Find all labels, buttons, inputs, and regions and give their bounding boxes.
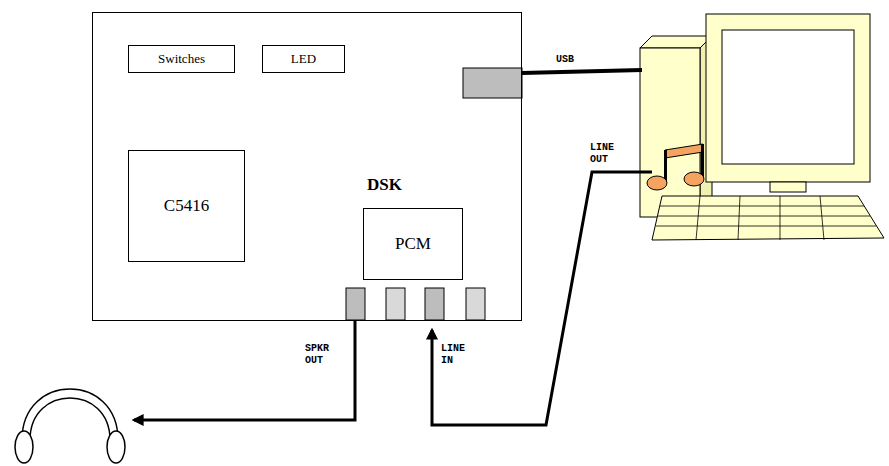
box-label: DSK: [367, 175, 402, 195]
codec-chip: PCM: [363, 208, 463, 280]
speaker-cable: [134, 320, 355, 420]
audio-jack: [425, 288, 444, 320]
music-note: [647, 144, 704, 190]
computer: [640, 14, 884, 240]
led-block: LED: [262, 45, 345, 73]
usb-port: [463, 68, 522, 98]
box-label: PCM: [395, 234, 431, 254]
audio-jack: [346, 288, 365, 320]
port-label: SPKR OUT: [305, 343, 335, 367]
port-label: LINE IN: [441, 343, 471, 367]
box-label: C5416: [164, 196, 209, 216]
audio-jack: [386, 288, 405, 320]
box-label: LED: [291, 51, 316, 67]
port-label: USB: [556, 54, 596, 66]
dsp-chip: C5416: [128, 150, 245, 262]
dsk-board: DSK Switches LED C5416PCM: [92, 12, 522, 321]
usb-cable: [522, 70, 642, 73]
headphones: [15, 389, 125, 463]
line-cable: [432, 172, 652, 425]
audio-jack: [466, 288, 485, 320]
box-label: Switches: [158, 51, 205, 67]
switch-block: Switches: [128, 45, 235, 73]
port-label: LINE OUT: [590, 142, 620, 166]
